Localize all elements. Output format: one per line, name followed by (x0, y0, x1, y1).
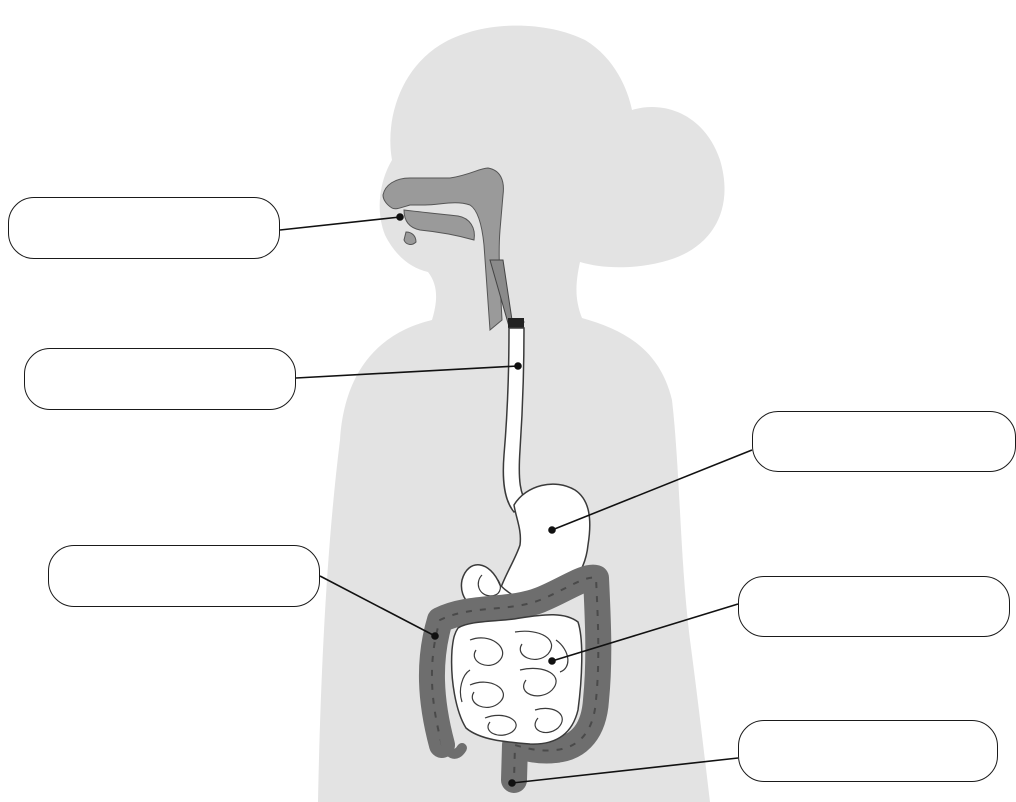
pointer-dot-small-intestine (549, 658, 555, 664)
esophageal-sphincter (508, 318, 524, 328)
pointer-dot-esophagus (515, 363, 521, 369)
small-intestine-organ (452, 615, 582, 744)
label-box-rectum[interactable] (738, 720, 998, 782)
pointer-dot-mouth (397, 214, 403, 220)
label-box-mouth[interactable] (8, 197, 280, 259)
label-box-small-intestine[interactable] (738, 576, 1010, 637)
label-box-large-intestine[interactable] (48, 545, 320, 607)
pointer-dot-rectum (509, 780, 515, 786)
label-box-esophagus[interactable] (24, 348, 296, 410)
pointer-dot-large-intestine (432, 633, 438, 639)
pointer-dot-stomach (549, 527, 555, 533)
label-box-stomach[interactable] (752, 411, 1016, 472)
